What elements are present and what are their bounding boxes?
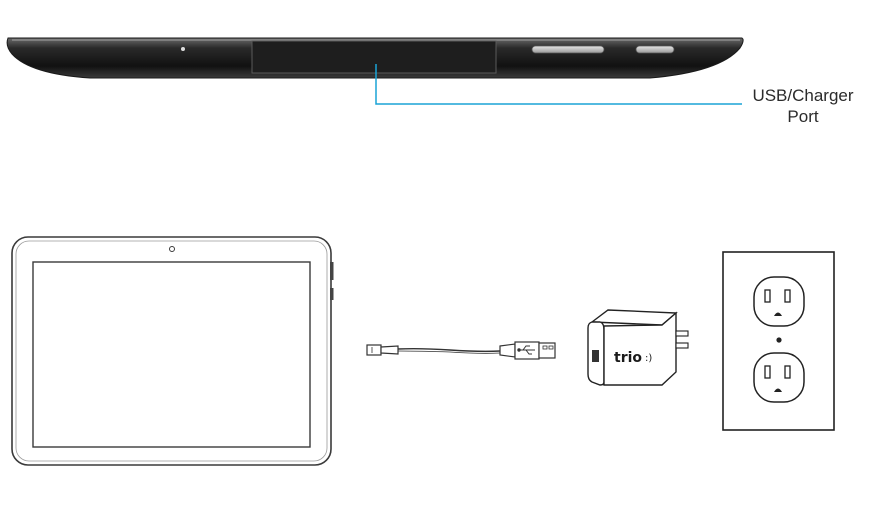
wall-charger: trio :) <box>588 310 688 385</box>
tablet-front-view <box>12 237 334 465</box>
usb-cable <box>367 342 555 359</box>
tablet-edge-view <box>7 38 743 78</box>
usb-a-connector <box>539 343 555 358</box>
outlet-receptacle-bottom <box>754 353 804 402</box>
charger-prong-lower <box>676 343 688 348</box>
outlet-receptacle-top <box>754 277 804 326</box>
micro-usb-plug <box>367 345 381 355</box>
usb-port-cover <box>252 41 496 73</box>
charger-brand-text: trio <box>614 350 642 366</box>
charger-usb-slot <box>592 350 599 362</box>
power-button <box>636 46 674 53</box>
charger-brand-mark: :) <box>645 353 652 364</box>
side-power-button <box>330 288 334 300</box>
charger-top-face <box>592 310 676 325</box>
tablet-screen <box>33 262 310 447</box>
callout-label-line2: Port <box>748 106 858 127</box>
side-volume-button <box>330 262 334 280</box>
callout-label-line1: USB/Charger <box>748 85 858 106</box>
charger-prong-upper <box>676 331 688 336</box>
volume-button <box>532 46 604 53</box>
microphone-hole <box>181 47 185 51</box>
usb-a-strain-relief <box>500 344 515 357</box>
wall-outlet <box>723 252 834 430</box>
outlet-screw <box>776 337 781 342</box>
